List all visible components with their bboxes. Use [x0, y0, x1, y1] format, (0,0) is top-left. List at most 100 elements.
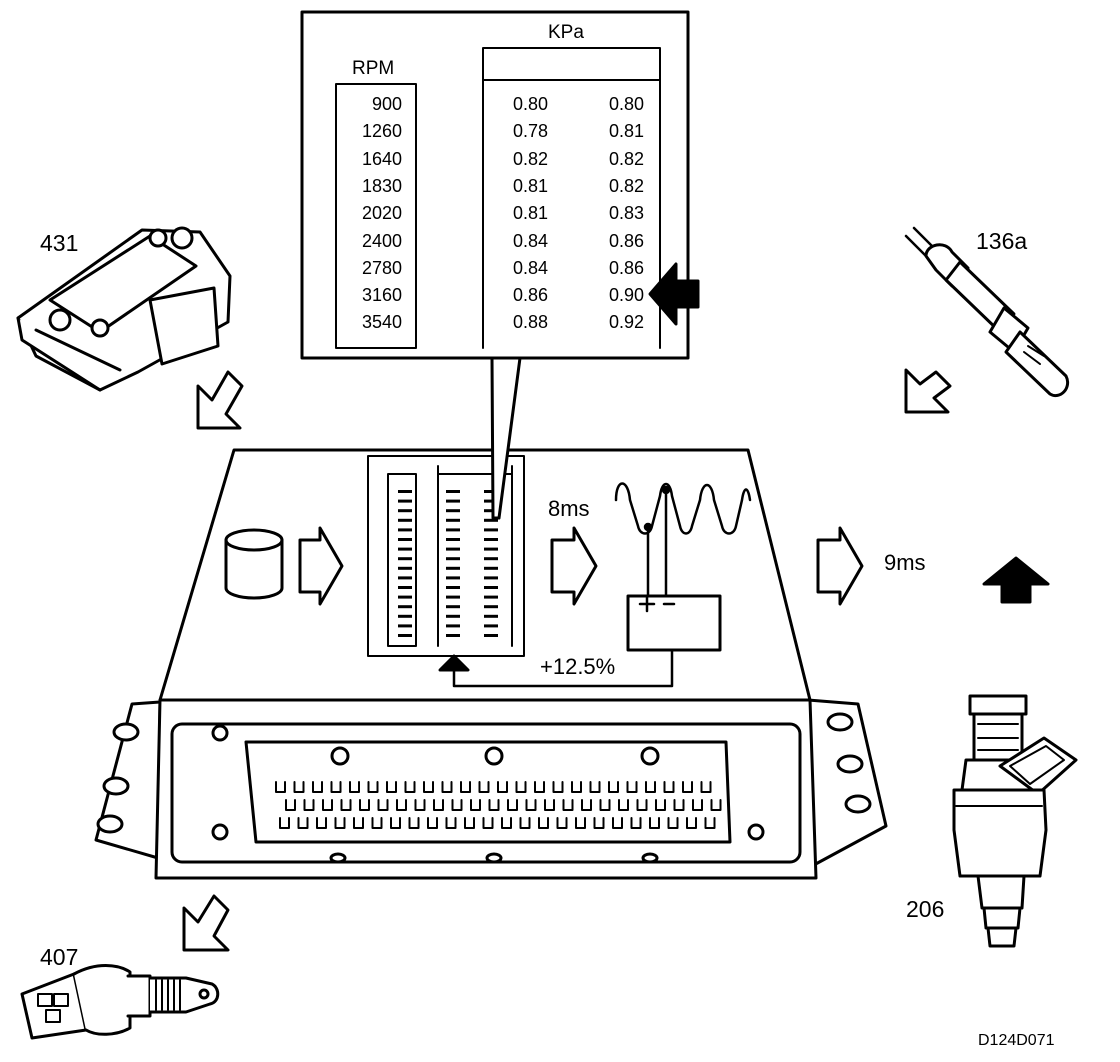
connector-pin — [581, 799, 592, 811]
connector-pin — [367, 781, 379, 793]
mini-table-entry — [446, 634, 460, 637]
connector-pin — [408, 817, 420, 829]
connector-pin — [593, 817, 605, 829]
map-sensor-431 — [16, 226, 232, 392]
figure-code: D124D071 — [978, 1032, 1055, 1049]
connector-pin — [645, 781, 656, 793]
zoom-callout — [490, 356, 522, 520]
mini-table-entry — [398, 547, 412, 551]
connector-pin — [626, 781, 638, 793]
mini-table-entry — [398, 595, 412, 599]
kpa-column-header: KPa — [548, 22, 584, 43]
connector-pin — [519, 817, 531, 829]
mini-table-entry — [484, 538, 498, 541]
pulse-time-9ms: 9ms — [884, 550, 926, 575]
connector-pin — [636, 799, 648, 811]
arrow-to-injector-icon — [816, 526, 864, 606]
injection-pulse-waveform — [614, 482, 752, 598]
correction-percent: +12.5% — [540, 654, 616, 679]
connector-pin — [427, 817, 438, 829]
connector-pin — [556, 817, 568, 829]
mini-table-entry — [484, 595, 498, 599]
solid-up-arrow-icon — [982, 556, 1050, 604]
part-label-407: 407 — [40, 944, 79, 970]
connector-pin — [353, 817, 364, 829]
connector-pin — [630, 817, 642, 829]
connector-pin — [433, 799, 444, 811]
connector-pin — [700, 781, 712, 793]
connector-pin — [423, 781, 434, 793]
connector-pin — [451, 799, 463, 811]
connector-pin — [390, 817, 401, 829]
connector-pin — [464, 817, 475, 829]
connector-pin — [575, 817, 586, 829]
mini-table-entry — [398, 614, 412, 618]
mini-table-entry — [446, 547, 460, 551]
mini-table-entry — [484, 576, 498, 580]
mini-table-entry — [446, 595, 460, 599]
mini-table-entry — [398, 624, 412, 628]
connector-pin — [612, 817, 623, 829]
connector-pin — [478, 781, 490, 793]
mini-table-entry — [446, 528, 460, 532]
connector-pin — [501, 817, 512, 829]
connector-pin — [562, 799, 574, 811]
connector-pin — [297, 817, 309, 829]
mini-table-entry — [398, 634, 412, 637]
mini-table-entry — [398, 509, 412, 513]
connector-pin — [608, 781, 619, 793]
connector-pin — [599, 799, 611, 811]
connector-pin — [279, 817, 290, 829]
connector-pin — [667, 817, 679, 829]
mini-table-entry — [446, 605, 460, 609]
mini-table-entry — [484, 634, 498, 637]
connector-pin — [359, 799, 370, 811]
connector-pin — [303, 799, 315, 811]
connector-pin — [589, 781, 601, 793]
mini-table-entry — [398, 490, 412, 493]
connector-pin — [275, 781, 286, 793]
mini-table-entry — [446, 509, 460, 513]
temp-sensor-136a — [904, 226, 1069, 397]
mini-table-entry — [484, 547, 498, 551]
mini-table-entry — [484, 624, 498, 628]
connector-pin — [316, 817, 327, 829]
connector-pin — [404, 781, 416, 793]
mini-table-entry — [398, 586, 412, 589]
mini-table-entry — [446, 538, 460, 541]
mini-table-entry — [398, 576, 412, 580]
flow-arrows — [182, 368, 952, 952]
connector-pin — [312, 781, 323, 793]
mini-table-entry — [446, 499, 460, 503]
mini-table-entry — [446, 624, 460, 628]
mini-table-entry — [484, 614, 498, 618]
mini-table-entry — [398, 605, 412, 609]
connector-pin — [488, 799, 500, 811]
mini-table-entry — [398, 557, 412, 561]
memory-cylinder-icon — [224, 528, 284, 600]
mini-table-entry — [446, 586, 460, 589]
connector-pin — [460, 781, 471, 793]
mini-table-entry — [398, 499, 412, 503]
part-label-206: 206 — [906, 896, 945, 922]
connector-pin — [655, 799, 666, 811]
mini-table-entry — [484, 605, 498, 609]
zoomed-table-box — [300, 10, 690, 360]
rpm-column-header: RPM — [352, 58, 395, 79]
mini-table-entry — [446, 566, 460, 570]
connector-pin — [334, 817, 346, 829]
connector-pin — [534, 781, 545, 793]
row-indicator-arrow — [648, 262, 700, 326]
arrow-from-431-icon — [196, 370, 244, 430]
mini-table-entry — [446, 557, 460, 561]
mini-table-entry — [484, 566, 498, 570]
connector-pin — [682, 781, 693, 793]
sensor-407 — [20, 964, 220, 1040]
connector-pin — [330, 781, 342, 793]
mini-table-entry — [398, 538, 412, 541]
connector-pin — [340, 799, 352, 811]
mini-table-entry — [484, 586, 498, 589]
arrow-table-to-signal-icon — [550, 526, 598, 606]
connector-pin — [470, 799, 481, 811]
